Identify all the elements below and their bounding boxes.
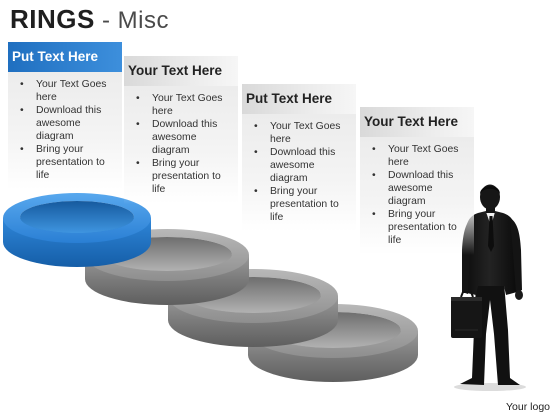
step-1-bullet: Your Text Goes here — [20, 78, 120, 104]
step-4-body: Your Text Goes here Download this awesom… — [360, 137, 474, 255]
step-4-bullet: Download this awesome diagram — [372, 169, 472, 208]
step-1-bullet-list: Your Text Goes here Download this awesom… — [12, 78, 120, 182]
step-2-bullet-list: Your Text Goes here Download this awesom… — [128, 92, 236, 196]
businessman-with-briefcase-icon — [451, 184, 526, 391]
step-2: Your Text Here Your Text Goes here Downl… — [124, 56, 238, 204]
title-subtitle: Misc — [117, 7, 169, 34]
ring-2 — [85, 229, 249, 305]
step-1: Put Text Here Your Text Goes here Downlo… — [8, 42, 122, 190]
step-4-bullet: Bring your presentation to life — [372, 208, 472, 247]
step-3-body: Your Text Goes here Download this awesom… — [242, 114, 356, 232]
title-separator: - — [94, 7, 118, 34]
step-3-bullet: Bring your presentation to life — [254, 185, 354, 224]
step-2-bullet: Your Text Goes here — [136, 92, 236, 118]
step-4: Your Text Here Your Text Goes here Downl… — [360, 107, 474, 255]
ring-1-highlight — [3, 193, 151, 267]
title-main: RINGS — [10, 4, 95, 34]
step-2-bullet: Bring your presentation to life — [136, 157, 236, 196]
step-1-bullet: Bring your presentation to life — [20, 143, 120, 182]
step-1-body: Your Text Goes here Download this awesom… — [8, 72, 122, 190]
footer-logo-text: Your logo — [506, 401, 550, 413]
step-3-bullet: Download this awesome diagram — [254, 146, 354, 185]
step-1-bullet: Download this awesome diagram — [20, 104, 120, 143]
step-3: Put Text Here Your Text Goes here Downlo… — [242, 84, 356, 232]
step-1-heading: Put Text Here — [8, 42, 122, 72]
step-2-heading: Your Text Here — [124, 56, 238, 86]
step-2-body: Your Text Goes here Download this awesom… — [124, 86, 238, 204]
step-3-heading: Put Text Here — [242, 84, 356, 114]
slide-title: RINGS - Misc — [10, 4, 169, 35]
step-4-bullet: Your Text Goes here — [372, 143, 472, 169]
step-2-bullet: Download this awesome diagram — [136, 118, 236, 157]
step-3-bullet-list: Your Text Goes here Download this awesom… — [246, 120, 354, 224]
step-4-heading: Your Text Here — [360, 107, 474, 137]
step-4-bullet-list: Your Text Goes here Download this awesom… — [364, 143, 472, 247]
step-3-bullet: Your Text Goes here — [254, 120, 354, 146]
